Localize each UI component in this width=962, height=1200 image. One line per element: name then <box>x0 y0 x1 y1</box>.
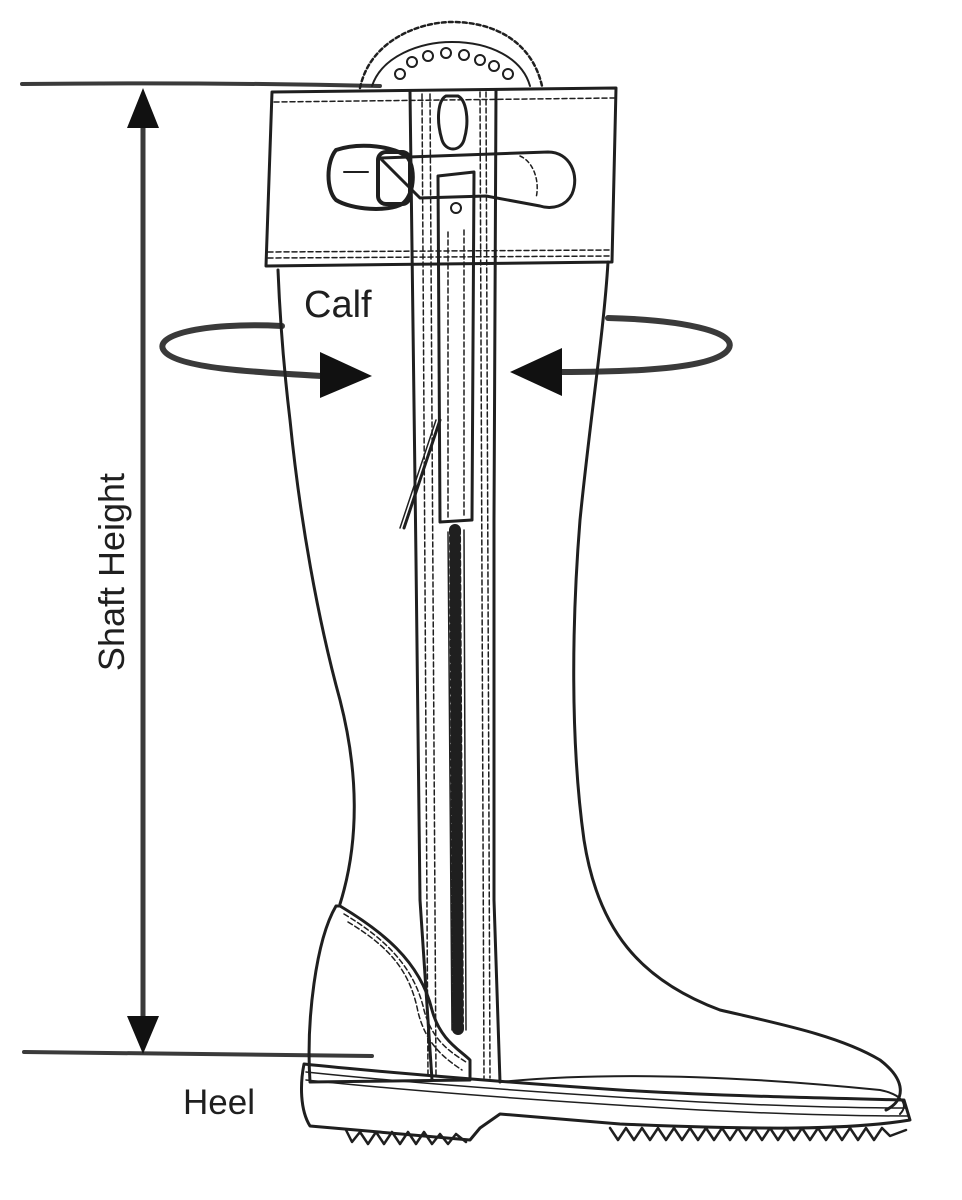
boot-sole <box>300 1062 912 1146</box>
heel-counter <box>307 904 472 1084</box>
bottom-reference-line <box>22 1050 374 1058</box>
heel-label: Heel <box>183 1083 255 1122</box>
calf-label: Calf <box>304 284 372 326</box>
shaft-height-arrow <box>127 88 159 1054</box>
top-reference-line <box>20 81 382 88</box>
boot-shaft-right <box>572 260 902 1112</box>
zipper-track <box>408 88 502 1084</box>
calf-circumference-arrows <box>159 315 733 398</box>
arrow-right-icon <box>320 352 372 398</box>
sole-tread <box>344 1128 468 1146</box>
arrow-left-icon <box>510 348 562 396</box>
cuff-strap <box>326 143 577 211</box>
boot-cuff <box>264 86 618 268</box>
scalloped-tab <box>358 20 544 90</box>
shaft-height-label: Shaft Height <box>91 472 132 672</box>
zipper-pull <box>399 94 476 530</box>
boot-illustration <box>264 20 912 1146</box>
boot-shaft-left <box>276 268 356 906</box>
arrow-up-icon <box>127 88 159 128</box>
arrow-down-icon <box>127 1016 159 1054</box>
